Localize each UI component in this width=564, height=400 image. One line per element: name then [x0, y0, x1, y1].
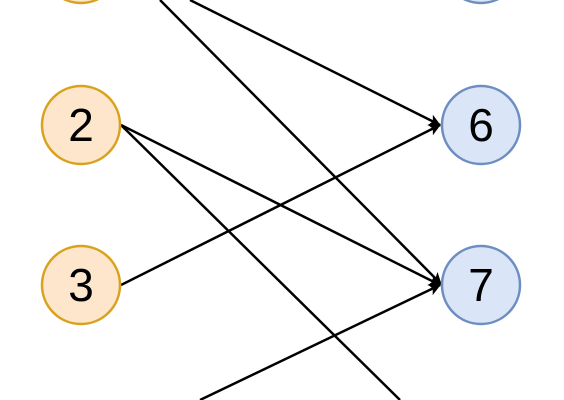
node-6-circle	[440, 84, 522, 166]
node-3-label: 3	[68, 259, 94, 311]
node-2: 2	[40, 84, 122, 166]
left-nodes: 2 3	[40, 0, 122, 326]
right-nodes: 6 7	[440, 0, 522, 326]
node-5	[463, 0, 499, 5]
edges	[120, 0, 442, 400]
node-7: 7	[440, 244, 522, 326]
edge-offscreen-to-7	[199, 283, 441, 400]
node-3-circle	[40, 244, 122, 326]
node-7-circle	[440, 244, 522, 326]
edge-1-to-7	[159, 0, 442, 285]
node-3: 3	[40, 244, 122, 326]
node-6: 6	[440, 84, 522, 166]
node-1-circle	[63, 0, 99, 5]
node-7-label: 7	[468, 259, 494, 311]
node-6-label: 6	[468, 99, 494, 151]
edge-2-to-offscreen	[120, 124, 401, 400]
node-5-circle	[463, 0, 499, 5]
node-2-label: 2	[68, 99, 94, 151]
edge-3-to-6	[120, 123, 441, 287]
edge-1-to-6	[189, 0, 441, 127]
node-1	[63, 0, 99, 5]
node-2-circle	[40, 84, 122, 166]
